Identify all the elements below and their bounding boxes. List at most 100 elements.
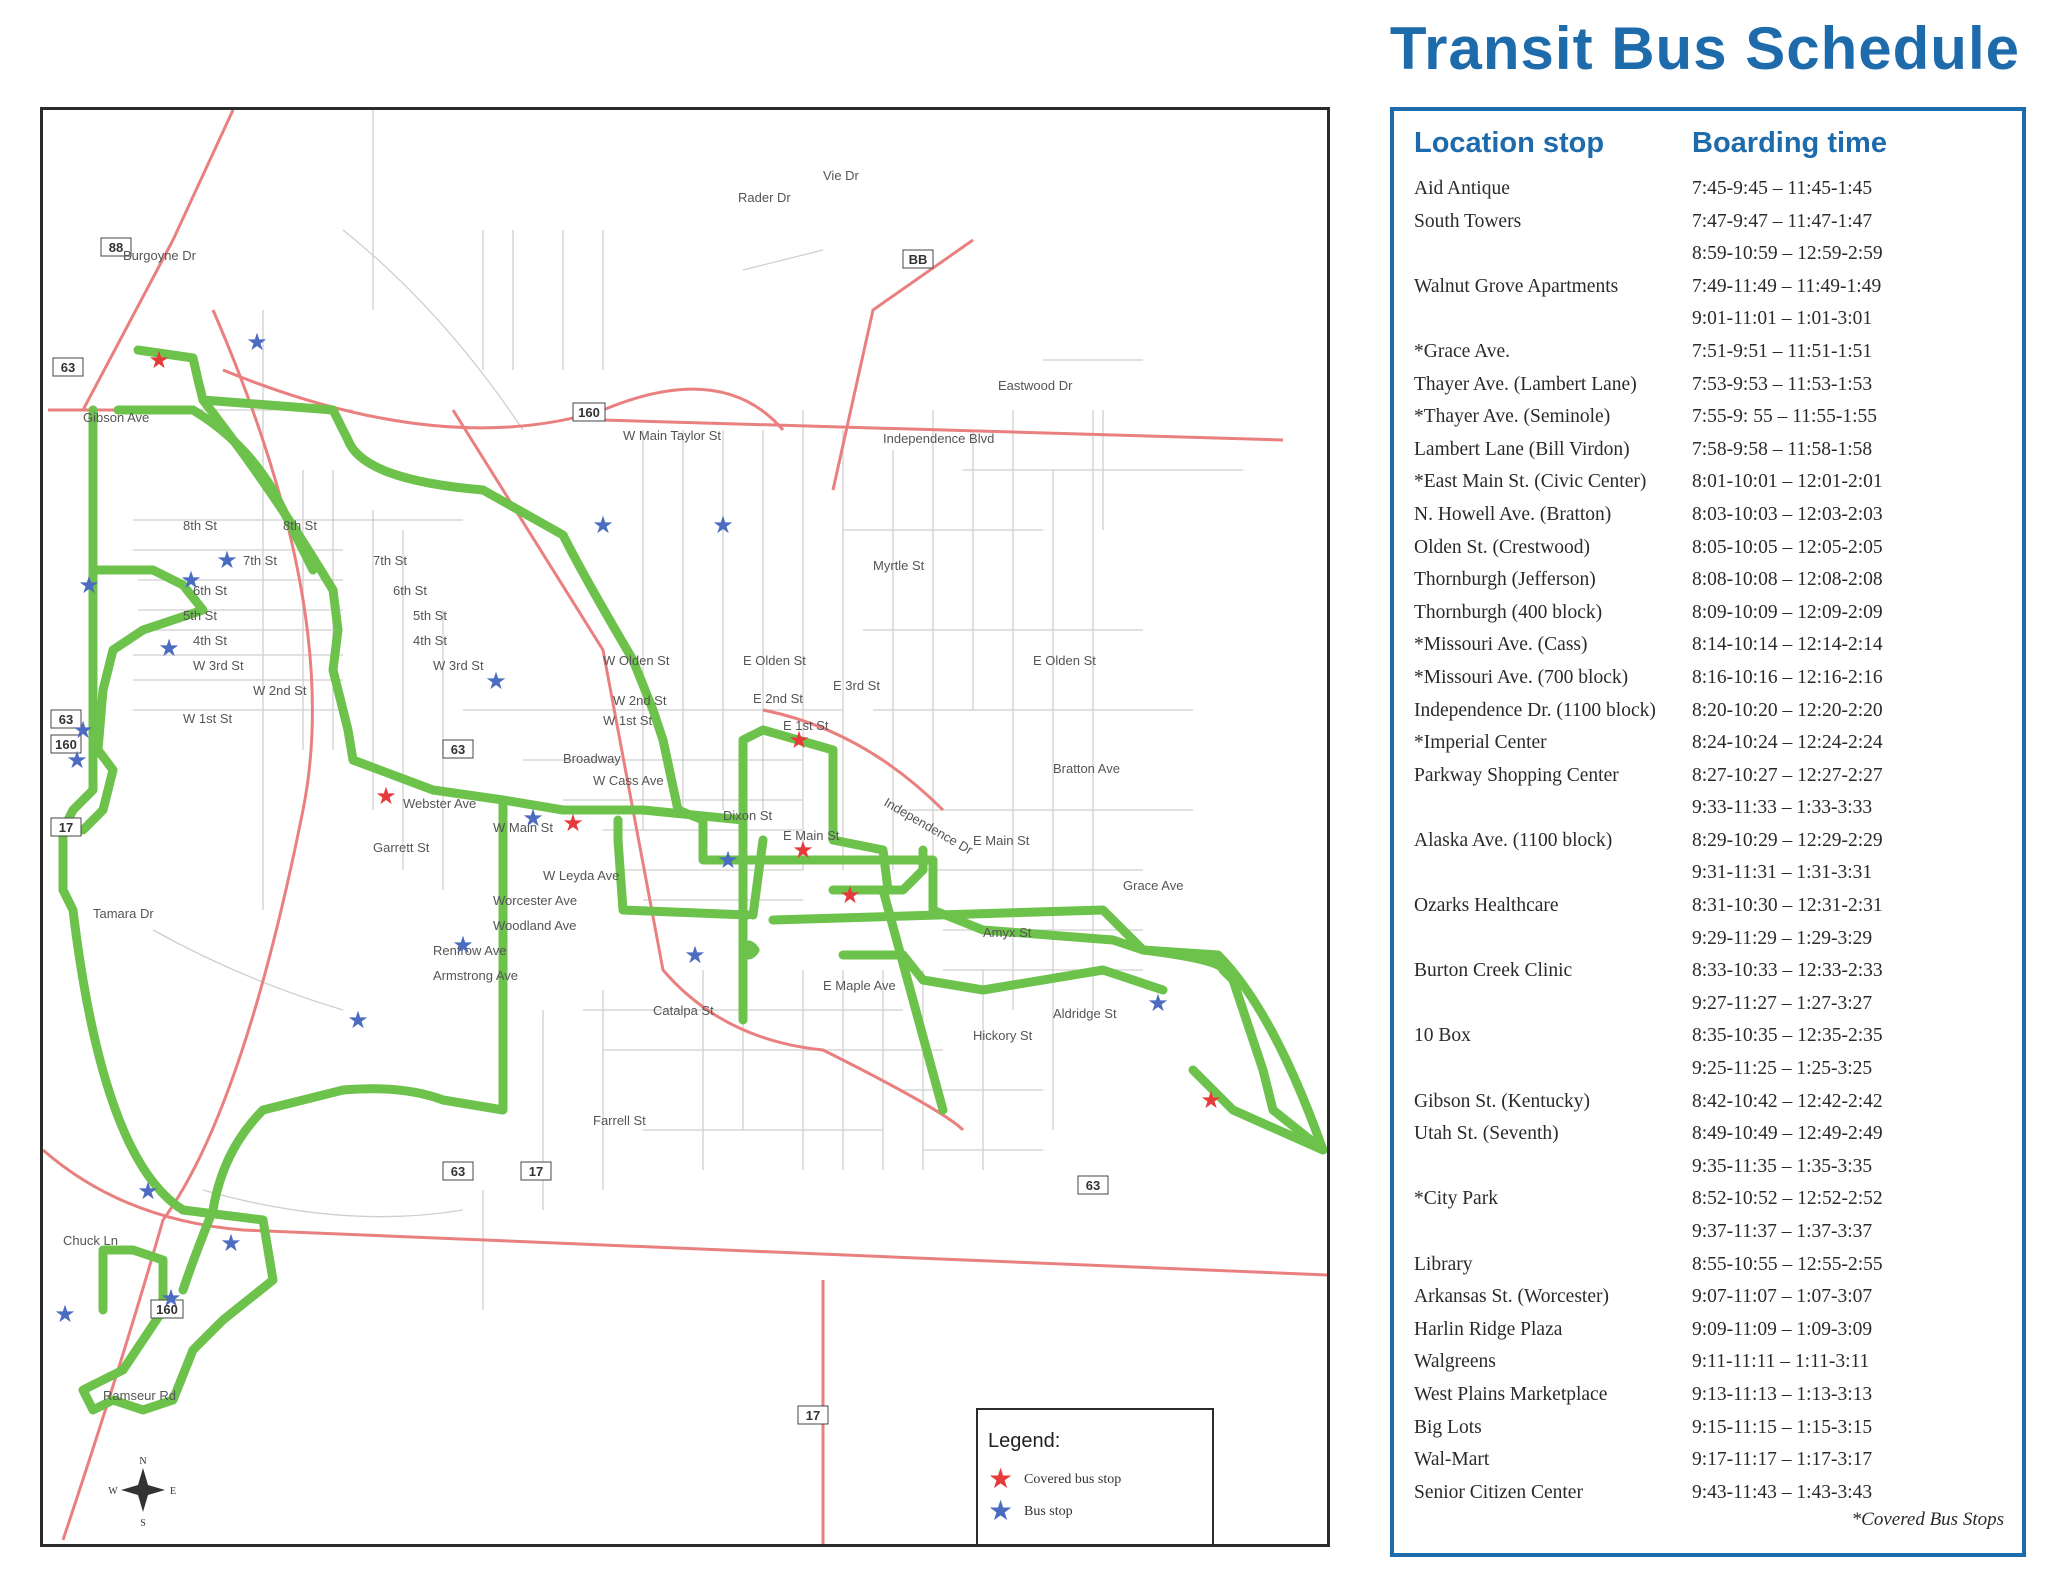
svg-text:Farrell St: Farrell St	[593, 1113, 646, 1128]
boarding-time: 9:01-11:01 – 1:01-3:01	[1692, 308, 1873, 330]
svg-text:Webster Ave: Webster Ave	[403, 796, 476, 811]
schedule-row: Thayer Ave. (Lambert Lane)7:53-9:53 – 11…	[1414, 371, 2014, 404]
schedule-row: 8:59-10:59 – 12:59-2:59	[1414, 240, 2014, 273]
location-stop: *Thayer Ave. (Seminole)	[1414, 406, 1611, 428]
bus-stop-star-icon: ★	[180, 568, 202, 594]
location-stop: *City Park	[1414, 1188, 1498, 1210]
legend-title: Legend:	[988, 1430, 1061, 1452]
boarding-time: 8:14-10:14 – 12:14-2:14	[1692, 634, 1883, 656]
boarding-time: 8:27-10:27 – 12:27-2:27	[1692, 764, 1883, 786]
bus-stop-star-icon: ★	[485, 669, 507, 695]
boarding-time: 8:24-10:24 – 12:24-2:24	[1692, 732, 1883, 754]
svg-text:5th St: 5th St	[183, 608, 217, 623]
svg-text:17: 17	[59, 820, 73, 835]
boarding-time: 9:33-11:33 – 1:33-3:33	[1692, 797, 1873, 819]
boarding-time: 8:52-10:52 – 12:52-2:52	[1692, 1188, 1883, 1210]
bus-stop-star-icon: ★	[137, 1179, 159, 1205]
svg-text:W 1st St: W 1st St	[603, 713, 653, 728]
location-stop: Thayer Ave. (Lambert Lane)	[1414, 373, 1637, 395]
boarding-time: 9:13-11:13 – 1:13-3:13	[1692, 1383, 1873, 1405]
boarding-time: 8:05-10:05 – 12:05-2:05	[1692, 536, 1883, 558]
svg-text:6th St: 6th St	[393, 583, 427, 598]
legend-covered-label: Covered bus stop	[1024, 1472, 1122, 1487]
boarding-time: 7:58-9:58 – 11:58-1:58	[1692, 438, 1873, 460]
boarding-time: 9:11-11:11 – 1:11-3:11	[1692, 1351, 1870, 1373]
bus-stop-star-icon: ★	[72, 718, 94, 744]
bus-stop-star-icon: ★	[452, 933, 474, 959]
boarding-time: 9:27-11:27 – 1:27-3:27	[1692, 992, 1873, 1014]
boarding-time: 8:59-10:59 – 12:59-2:59	[1692, 243, 1883, 265]
location-stop: Parkway Shopping Center	[1414, 764, 1619, 786]
schedule-row: 9:29-11:29 – 1:29-3:29	[1414, 925, 2014, 958]
schedule-row: 9:25-11:25 – 1:25-3:25	[1414, 1055, 2014, 1088]
schedule-row: *City Park 8:52-10:52 – 12:52-2:52	[1414, 1185, 2014, 1218]
location-stop: *Missouri Ave. (700 block)	[1414, 666, 1629, 688]
boarding-time: 7:45-9:45 – 11:45-1:45	[1692, 178, 1873, 199]
compass-s: S	[140, 1518, 146, 1529]
col-time-header: Boarding time	[1692, 127, 1887, 159]
svg-text:E Olden St: E Olden St	[1033, 653, 1096, 668]
boarding-time: 7:47-9:47 – 11:47-1:47	[1692, 210, 1873, 232]
svg-text:BB: BB	[909, 252, 928, 267]
covered-stop-star-icon: ★	[562, 811, 584, 837]
svg-text:5th St: 5th St	[413, 608, 447, 623]
svg-text:Renfrow Ave: Renfrow Ave	[433, 943, 506, 958]
location-stop: Burton Creek Clinic	[1414, 960, 1573, 982]
boarding-time: 9:15-11:15 – 1:15-3:15	[1692, 1416, 1873, 1438]
boarding-time: 8:09-10:09 – 12:09-2:09	[1692, 601, 1883, 623]
boarding-time: 9:31-11:31 – 1:31-3:31	[1692, 862, 1873, 884]
location-stop: South Towers	[1414, 210, 1522, 232]
location-stop: 10 Box	[1414, 1025, 1471, 1047]
svg-text:W 2nd St: W 2nd St	[253, 683, 307, 698]
svg-text:7th St: 7th St	[243, 553, 277, 568]
boarding-time: 8:08-10:08 – 12:08-2:08	[1692, 569, 1883, 591]
boarding-time: 9:43-11:43 – 1:43-3:43	[1692, 1481, 1873, 1503]
schedule-row: Utah St. (Seventh)8:49-10:49 – 12:49-2:4…	[1414, 1120, 2014, 1153]
boarding-time: 9:37-11:37 – 1:37-3:37	[1692, 1221, 1873, 1242]
svg-text:W Olden St: W Olden St	[603, 653, 670, 668]
svg-text:E 2nd St: E 2nd St	[753, 691, 803, 706]
location-stop: Walgreens	[1414, 1351, 1496, 1373]
bus-stop-star-icon: ★	[54, 1302, 76, 1328]
svg-text:Independence Dr: Independence Dr	[882, 795, 976, 858]
boarding-time: 8:16-10:16 – 12:16-2:16	[1692, 666, 1883, 688]
schedule-row: Independence Dr. (1100 block)8:20-10:20 …	[1414, 697, 2014, 730]
location-stop: *Grace Ave.	[1414, 340, 1511, 362]
schedule-row: N. Howell Ave. (Bratton)8:03-10:03 – 12:…	[1414, 501, 2014, 534]
schedule-row: *Missouri Ave. (Cass) 8:14-10:14 – 12:14-…	[1414, 631, 2014, 664]
street-labels: Burgoyne Dr Rader Dr Vie Dr Eastwood Dr …	[63, 168, 1183, 1403]
svg-text:Worcester Ave: Worcester Ave	[493, 893, 577, 908]
boarding-time: 8:55-10:55 – 12:55-2:55	[1692, 1253, 1883, 1275]
bus-stop-star-icon: ★	[66, 748, 88, 774]
svg-text:Garrett St: Garrett St	[373, 840, 430, 855]
boarding-time: 8:49-10:49 – 12:49-2:49	[1692, 1123, 1883, 1145]
location-stop: *Missouri Ave. (Cass)	[1414, 634, 1588, 656]
svg-text:160: 160	[55, 737, 77, 752]
bus-stop-star-icon: ★	[712, 513, 734, 539]
map-legend: Legend: ★ Covered bus stop ★ Bus stop	[976, 1408, 1214, 1544]
boarding-time: 8:01-10:01 – 12:01-2:01	[1692, 471, 1883, 493]
svg-text:63: 63	[59, 712, 73, 727]
boarding-time: 9:35-11:35 – 1:35-3:35	[1692, 1155, 1873, 1177]
svg-text:Bratton Ave: Bratton Ave	[1053, 761, 1120, 776]
location-stop: Thornburgh (400 block)	[1414, 601, 1603, 623]
covered-stop-star-icon: ★	[839, 883, 861, 909]
location-stop: Walnut Grove Apartments	[1414, 275, 1619, 297]
svg-text:Tamara Dr: Tamara Dr	[93, 906, 154, 921]
page-title: Transit Bus Schedule	[1389, 15, 2020, 82]
boarding-time: 8:42-10:42 – 12:42-2:42	[1692, 1090, 1883, 1112]
svg-text:Armstrong Ave: Armstrong Ave	[433, 968, 518, 983]
svg-text:W Leyda Ave: W Leyda Ave	[543, 868, 619, 883]
svg-text:E Maple Ave: E Maple Ave	[823, 978, 896, 993]
svg-text:Myrtle St: Myrtle St	[873, 558, 925, 573]
boarding-time: 9:25-11:25 – 1:25-3:25	[1692, 1058, 1873, 1080]
schedule-row: Gibson St. (Kentucky)8:42-10:42 – 12:42-…	[1414, 1088, 2014, 1121]
svg-text:E 3rd St: E 3rd St	[833, 678, 880, 693]
map-canvas: 88 63 63 160 17 160 BB 63 63 17 63 160 1…	[43, 110, 1327, 1544]
covered-stop-star-icon: ★	[148, 348, 170, 374]
svg-text:Eastwood Dr: Eastwood Dr	[998, 378, 1073, 393]
